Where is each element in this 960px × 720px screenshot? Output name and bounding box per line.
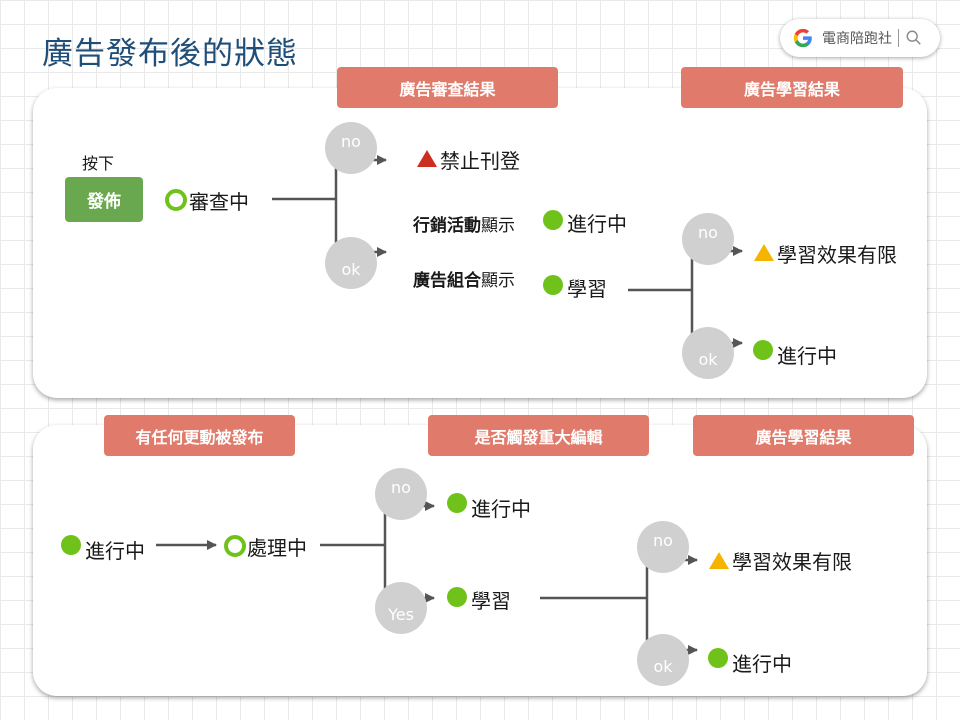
header-ad-learning-result-2: 廣告學習結果 (693, 415, 914, 456)
brand-divider (898, 29, 899, 47)
adset-label-bold: 廣告組合 (413, 271, 481, 291)
review-no-circle: no (325, 122, 377, 174)
campaign-label-suffix: 顯示 (481, 216, 515, 236)
adset-label: 廣告組合顯示 (413, 266, 515, 291)
header-ad-review-result: 廣告審查結果 (337, 67, 558, 108)
google-g-icon (793, 28, 812, 48)
learning-active-dot-icon (753, 340, 773, 360)
campaign-status-dot-icon (543, 210, 563, 230)
press-label: 按下 (82, 154, 115, 173)
brand-badge[interactable]: 電商陪跑社 (780, 19, 940, 57)
major-no-circle: no (375, 468, 427, 520)
campaign-status: 進行中 (567, 212, 627, 236)
header-change-published: 有任何更動被發布 (104, 415, 295, 456)
reviewing-ring-icon (165, 189, 187, 211)
campaign-label: 行銷活動顯示 (413, 211, 515, 236)
start-status-dot-icon (61, 535, 81, 555)
review-ok-circle: ok (325, 237, 377, 289)
yes-result-dot-icon (447, 587, 467, 607)
learning-no-circle: no (682, 213, 734, 265)
learning2-limited-status: 學習效果有限 (732, 550, 852, 574)
start-status: 進行中 (85, 539, 145, 563)
no-result-dot-icon (447, 493, 467, 513)
banned-status: 禁止刊登 (440, 149, 520, 173)
learning2-active-status: 進行中 (732, 652, 792, 676)
major-yes-circle: Yes (375, 582, 427, 634)
publish-button[interactable]: 發佈 (65, 177, 143, 222)
warning-triangle-yellow-icon (754, 244, 774, 261)
header-ad-learning-result: 廣告學習結果 (681, 67, 903, 108)
yes-result-status: 學習 (471, 589, 511, 613)
learning2-active-dot-icon (708, 648, 728, 668)
learning-active-status: 進行中 (777, 344, 837, 368)
processing-ring-icon (224, 535, 246, 557)
publish-flow-panel (33, 88, 927, 398)
learning2-no-circle: no (637, 521, 689, 573)
adset-status: 學習 (567, 277, 607, 301)
page-title: 廣告發布後的狀態 (42, 36, 298, 72)
campaign-label-bold: 行銷活動 (413, 216, 481, 236)
processing-status: 處理中 (247, 536, 307, 560)
edit-flow-panel (33, 425, 927, 696)
reviewing-status: 審查中 (189, 190, 249, 214)
learning-limited-status: 學習效果有限 (777, 243, 897, 267)
adset-label-suffix: 顯示 (481, 271, 515, 291)
adset-status-dot-icon (543, 275, 563, 295)
header-major-edit: 是否觸發重大編輯 (428, 415, 649, 456)
warning-triangle-red-icon (417, 150, 437, 167)
learning2-ok-circle: ok (637, 634, 689, 686)
no-result-status: 進行中 (471, 497, 531, 521)
warning-triangle-yellow-icon-2 (709, 552, 729, 569)
search-icon[interactable] (905, 29, 923, 47)
brand-name: 電商陪跑社 (822, 31, 892, 47)
learning-ok-circle: ok (682, 327, 734, 379)
